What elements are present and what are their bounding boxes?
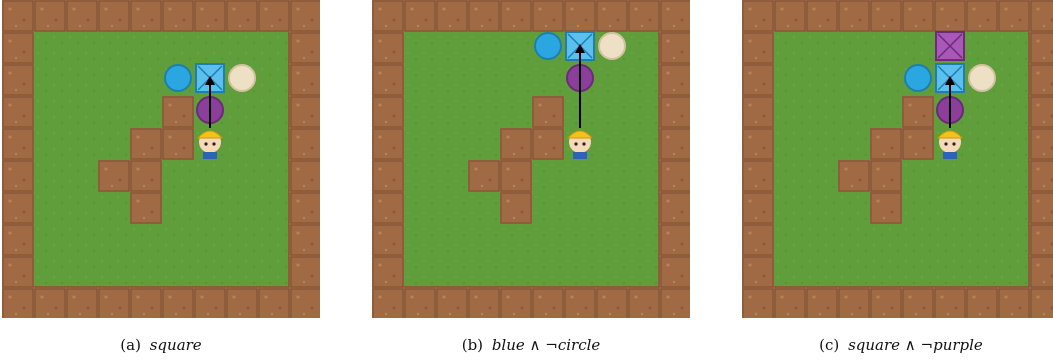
panel-a: (a) square xyxy=(2,0,320,354)
caption-formula: blue ∧ ¬circle xyxy=(491,336,601,354)
action-arrow xyxy=(205,76,215,128)
interior-walls xyxy=(838,96,934,224)
game-board xyxy=(372,0,690,318)
blue-circle xyxy=(164,64,192,92)
purple-square xyxy=(935,31,965,61)
blue-circle xyxy=(534,32,562,60)
beige-circle xyxy=(968,64,996,92)
blue-circle xyxy=(904,64,932,92)
caption-b: (b) blue ∧ ¬circle xyxy=(372,336,690,354)
action-arrow xyxy=(945,76,955,128)
caption-label: (b) xyxy=(461,336,484,354)
caption-c: (c) square ∧ ¬purple xyxy=(742,336,1053,354)
agent-sprite xyxy=(936,130,964,159)
caption-label: (a) xyxy=(120,336,141,354)
game-board xyxy=(742,0,1053,318)
game-board xyxy=(2,0,320,318)
agent-sprite xyxy=(566,130,594,159)
agent-sprite xyxy=(196,130,224,159)
panel-b: (b) blue ∧ ¬circle xyxy=(372,0,690,354)
caption-label: (c) xyxy=(819,336,840,354)
interior-walls xyxy=(98,96,194,224)
board-svg xyxy=(742,0,1053,318)
caption-formula: square ∧ ¬purple xyxy=(848,336,983,354)
interior-walls xyxy=(468,96,564,224)
beige-circle xyxy=(598,32,626,60)
action-arrow xyxy=(575,44,585,128)
caption-a: (a) square xyxy=(2,336,320,354)
caption-formula: square xyxy=(149,336,202,354)
board-svg xyxy=(372,0,690,318)
panel-c: (c) square ∧ ¬purple xyxy=(742,0,1053,354)
beige-circle xyxy=(228,64,256,92)
board-svg xyxy=(2,0,320,318)
